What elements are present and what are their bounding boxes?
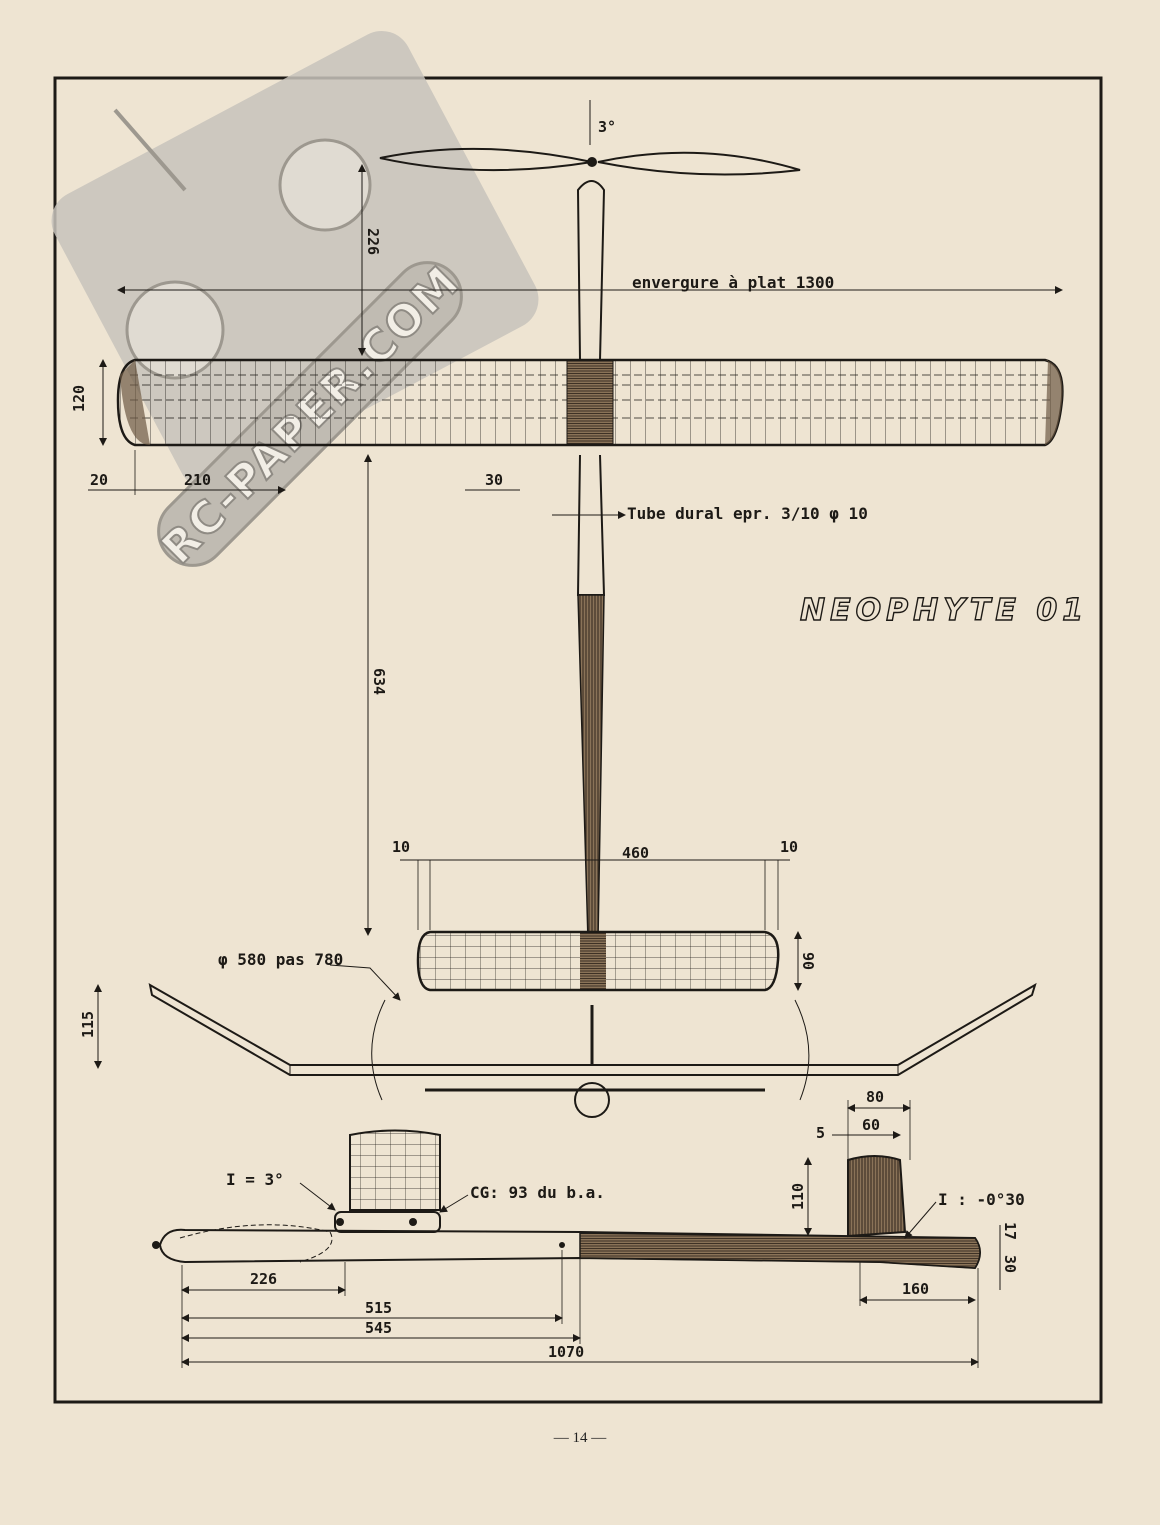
dim-1070: 1070 [548, 1343, 584, 1361]
prop-angle-label: 3° [598, 118, 616, 136]
dim-60: 60 [862, 1116, 880, 1134]
front-view [148, 982, 1037, 1118]
dim-5: 5 [816, 1124, 825, 1142]
span-label: envergure à plat 1300 [632, 273, 834, 292]
propeller-top-view [379, 100, 801, 176]
dim-545: 545 [365, 1319, 392, 1337]
fuselage-nose-top [576, 180, 606, 361]
dim-20: 20 [90, 471, 108, 489]
main-wing-top-view [116, 358, 1064, 447]
dim-460: 460 [622, 844, 649, 862]
dim-80: 80 [866, 1088, 884, 1106]
dim-226-side: 226 [250, 1270, 277, 1288]
dim-210: 210 [184, 471, 211, 489]
dim-115: 115 [79, 1011, 97, 1038]
model-title: NEOPHYTE 01 [800, 593, 1088, 628]
dim-30-wing: 30 [485, 471, 503, 489]
page-border [53, 76, 1103, 1404]
dim-634: 634 [370, 668, 388, 695]
dim-226-top: 226 [364, 228, 382, 255]
tailplane-top-view [416, 930, 780, 992]
cg-note: CG: 93 du b.a. [470, 1183, 605, 1202]
dim-110: 110 [789, 1183, 807, 1210]
tube-note: Tube dural epr. 3/10 φ 10 [627, 504, 868, 523]
dim-160: 160 [902, 1280, 929, 1298]
prop-note: φ 580 pas 780 [218, 950, 343, 969]
wing-incidence: I = 3° [226, 1170, 284, 1189]
dim-30-tail: 30 [1001, 1255, 1019, 1273]
side-view [152, 1129, 981, 1270]
watermark-logo [51, 30, 539, 567]
dim-90: 90 [799, 952, 817, 970]
dim-10-left: 10 [392, 838, 410, 856]
dim-120: 120 [70, 385, 88, 412]
fuselage-boom-top [577, 594, 605, 941]
dim-515: 515 [365, 1299, 392, 1317]
page-number: — 14 — [553, 1430, 608, 1446]
dim-10-right: 10 [780, 838, 798, 856]
dim-17: 17 [1001, 1222, 1019, 1240]
fuselage-tube-top [576, 454, 606, 596]
tail-incidence: I : -0°30 [938, 1190, 1025, 1209]
